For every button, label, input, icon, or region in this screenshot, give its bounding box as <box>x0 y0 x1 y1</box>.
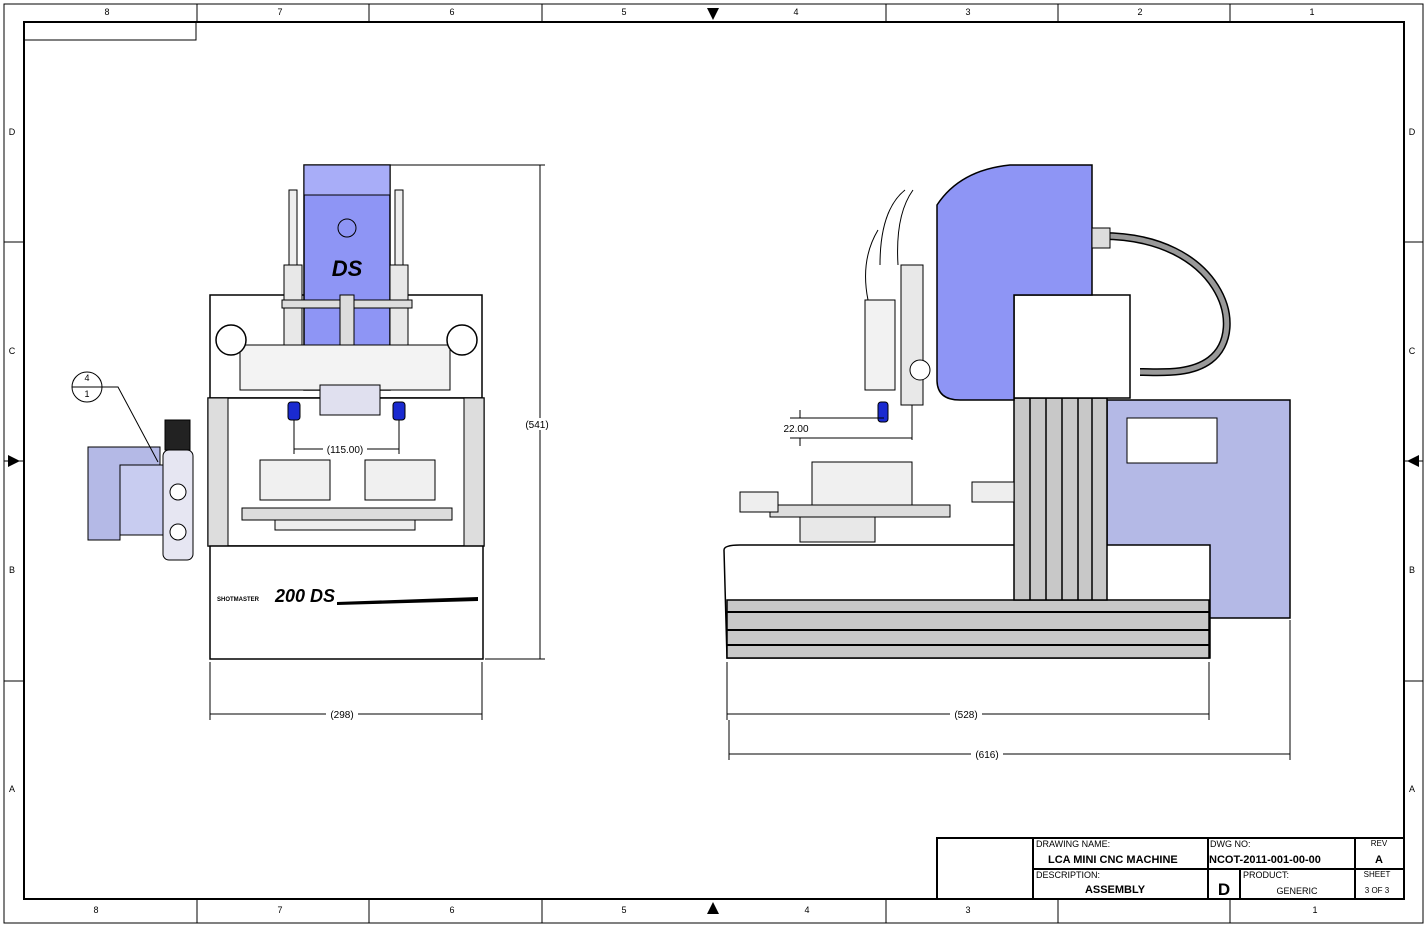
col-label: 1 <box>1312 905 1317 915</box>
col-label: 4 <box>793 7 798 17</box>
dim-nozzle-spacing: (115.00) <box>327 445 364 456</box>
row-label: A <box>1409 784 1415 794</box>
product: GENERIC <box>1276 886 1318 896</box>
row-label: C <box>1409 346 1416 356</box>
row-label: D <box>9 127 16 137</box>
outer-border <box>3 3 1424 924</box>
dim-overall: (616) <box>975 750 998 761</box>
col-label: 4 <box>804 905 809 915</box>
row-label: B <box>9 565 15 575</box>
drawing-name: LCA MINI CNC MACHINE <box>1048 854 1178 866</box>
col-label: 7 <box>277 7 282 17</box>
description: ASSEMBLY <box>1085 884 1146 896</box>
base-model-text: 200 DS <box>274 586 335 606</box>
col-label: 6 <box>449 905 454 915</box>
side-head <box>936 164 1093 401</box>
col-label: 5 <box>621 905 626 915</box>
sheet-number: 3 OF 3 <box>1365 886 1390 895</box>
dim-nozzle-gap: 22.00 <box>783 424 808 435</box>
side-view: 22.00 (528) (616) <box>723 164 1291 761</box>
zone-ticks <box>4 4 1423 923</box>
col-label: 8 <box>104 7 109 17</box>
row-label: B <box>1409 565 1415 575</box>
col-label: 6 <box>449 7 454 17</box>
col-label: 8 <box>93 905 98 915</box>
description-label: DESCRIPTION: <box>1036 870 1100 880</box>
rev-label: REV <box>1371 839 1388 848</box>
title-block: DRAWING NAME: LCA MINI CNC MACHINE DWG N… <box>936 837 1405 900</box>
row-label: D <box>1409 127 1416 137</box>
col-label: 3 <box>965 905 970 915</box>
col-label: 2 <box>1137 7 1142 17</box>
col-label: 7 <box>277 905 282 915</box>
sheet-label: SHEET <box>1364 870 1391 879</box>
center-arrows <box>8 8 1419 914</box>
corner-box <box>23 21 197 41</box>
row-label: A <box>9 784 15 794</box>
zone-labels: 8 7 6 5 4 3 2 1 8 7 6 5 4 3 1 D C B A D … <box>9 7 1416 915</box>
row-label: C <box>9 346 16 356</box>
dwg-no: NCOT-2011-001-00-00 <box>1209 854 1321 866</box>
front-view: SHOTMASTER 200 DS DS 4 <box>71 164 554 721</box>
col-label: 3 <box>965 7 970 17</box>
balloon-quantity: 1 <box>84 389 89 399</box>
drawing-name-label: DRAWING NAME: <box>1036 839 1110 849</box>
dim-depth: (528) <box>954 710 977 721</box>
col-label: 5 <box>621 7 626 17</box>
dim-width: (298) <box>330 710 353 721</box>
head-logo-text: DS <box>332 256 363 281</box>
col-label: 1 <box>1309 7 1314 17</box>
dwg-no-label: DWG NO: <box>1210 839 1251 849</box>
balloon-item-number: 4 <box>84 373 89 383</box>
base-brand-text: SHOTMASTER <box>217 597 260 603</box>
product-label: PRODUCT: <box>1243 870 1289 880</box>
dim-height: (541) <box>525 420 548 431</box>
rev: A <box>1375 854 1383 866</box>
sheet-size: D <box>1218 880 1230 899</box>
